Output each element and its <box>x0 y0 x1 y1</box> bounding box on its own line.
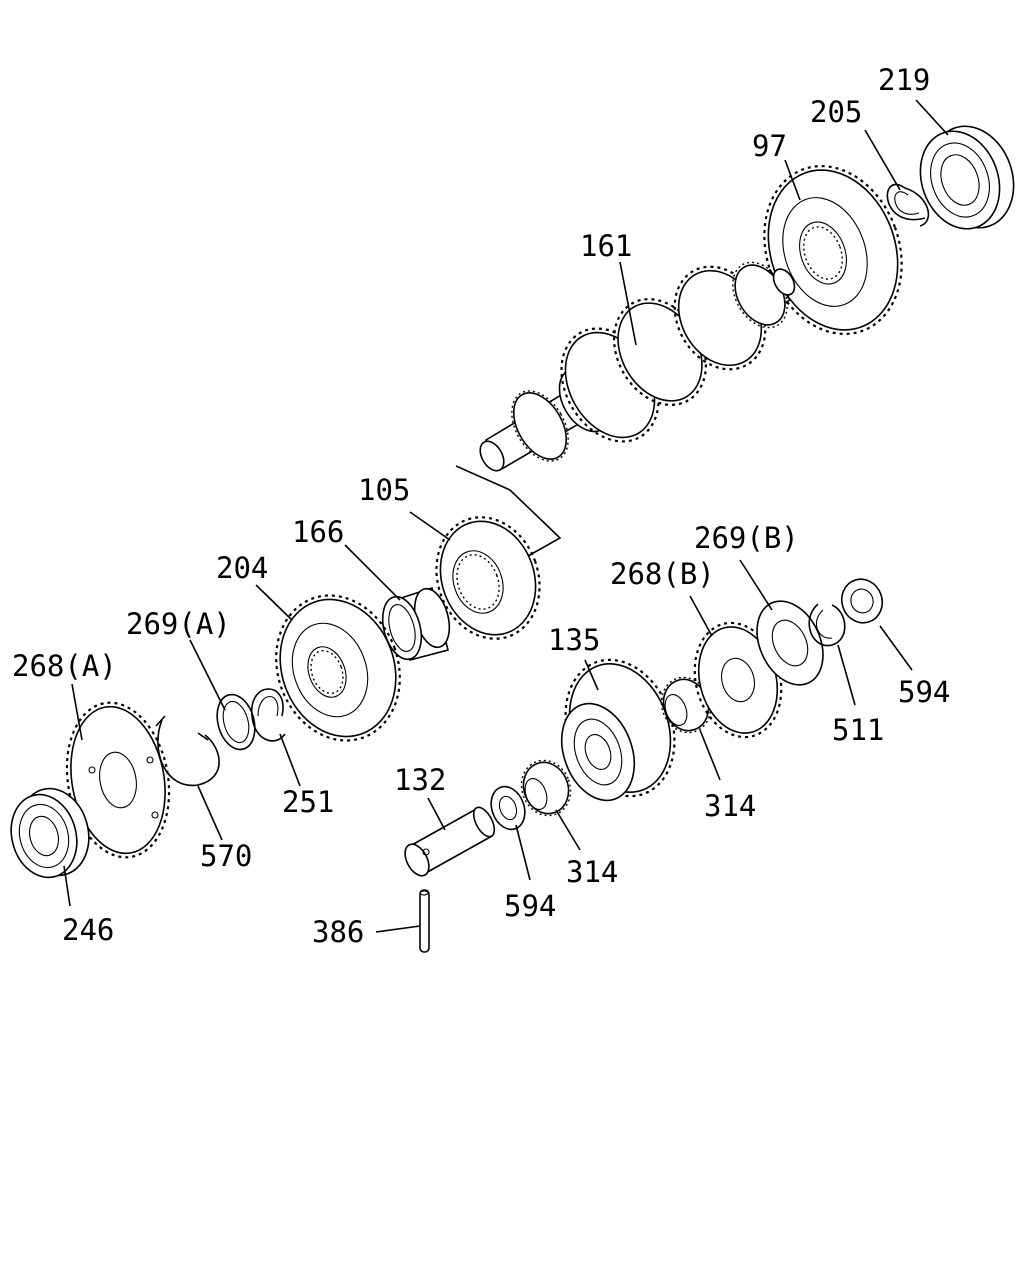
label-594-right: 594 <box>898 675 950 709</box>
label-314-right: 314 <box>704 789 756 823</box>
label-386: 386 <box>312 915 364 949</box>
label-268a: 268(A) <box>12 649 117 683</box>
label-97: 97 <box>752 129 787 163</box>
snap-ring-205 <box>886 184 930 227</box>
label-132: 132 <box>394 763 446 797</box>
washer-594-left <box>490 785 526 831</box>
label-269a: 269(A) <box>126 607 231 641</box>
pin-386 <box>419 889 430 953</box>
leader-lines <box>63 99 949 933</box>
idler-shaft-132 <box>404 806 496 877</box>
label-594-left: 594 <box>504 889 556 923</box>
sleeve-166 <box>381 586 451 661</box>
label-135: 135 <box>548 623 600 657</box>
label-268b: 268(B) <box>610 557 715 591</box>
ring-269a <box>216 693 256 751</box>
label-161: 161 <box>580 229 632 263</box>
snap-ring-511 <box>808 603 846 647</box>
washer-269b <box>756 600 824 686</box>
clip-570 <box>155 715 220 787</box>
needle-bearing-314-left <box>520 759 572 817</box>
gear-204 <box>275 594 401 742</box>
label-251: 251 <box>282 785 334 819</box>
label-314-left: 314 <box>566 855 618 889</box>
plate-268a <box>65 701 171 859</box>
part-labels: 219 205 97 161 105 166 204 269(A) 268(A)… <box>12 63 950 949</box>
label-570: 570 <box>200 839 252 873</box>
idler-gear-135 <box>560 658 676 802</box>
gear-105 <box>435 516 541 640</box>
label-205: 205 <box>810 95 862 129</box>
label-246: 246 <box>62 913 114 947</box>
bearing-219 <box>919 125 1015 230</box>
washer-594-right <box>840 578 884 624</box>
label-204: 204 <box>216 551 268 585</box>
gear-97 <box>763 164 903 336</box>
label-166: 166 <box>292 515 344 549</box>
snap-ring-251 <box>251 688 286 742</box>
bearing-246 <box>10 787 90 879</box>
label-511: 511 <box>832 713 884 747</box>
label-219: 219 <box>878 63 930 97</box>
countershaft-161 <box>479 261 796 472</box>
label-269b: 269(B) <box>694 521 799 555</box>
label-105: 105 <box>358 473 410 507</box>
